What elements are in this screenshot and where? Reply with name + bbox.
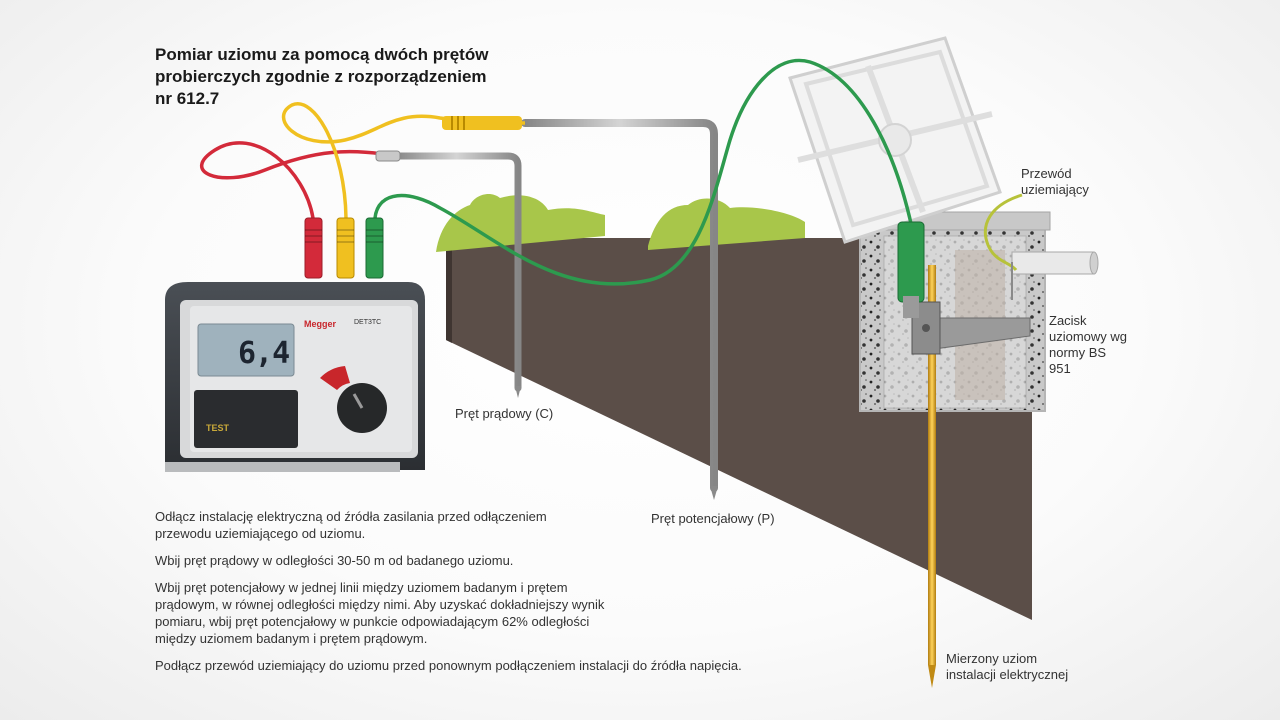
- earth-clamp: [911, 301, 1031, 355]
- earth-pit: [849, 211, 1051, 412]
- meter-reading: 6,4: [238, 336, 290, 371]
- current-rod: [391, 152, 522, 398]
- instructions: Odłącz instalację elektryczną od źródła …: [155, 508, 755, 684]
- label-potential-rod: Pręt potencjałowy (P): [651, 511, 775, 526]
- meter-plugs: [304, 217, 384, 279]
- label-current-rod: Pręt prądowy (C): [455, 406, 554, 421]
- instruction-step-1: Odłącz instalację elektryczną od źródła …: [155, 509, 547, 541]
- earthing-conductor-wire: [983, 193, 1023, 272]
- pit-lid: [788, 36, 1002, 244]
- meter-brand: Megger: [304, 319, 337, 329]
- meter-test-button-label: TEST: [206, 423, 230, 433]
- connector-red: [375, 150, 401, 162]
- cable-pipe: [1011, 251, 1099, 275]
- instruction-step-2: Wbij pręt prądowy w odległości 30-50 m o…: [155, 553, 514, 568]
- green-lead: [373, 58, 914, 286]
- label-earth-clamp: Zacisk uziomowy wg normy BS 951: [1049, 313, 1128, 376]
- label-earthing-conductor: Przewód uziemiający: [1021, 166, 1089, 197]
- red-lead: [199, 141, 396, 219]
- page-title: Pomiar uziomu za pomocą dwóch prętów pro…: [155, 45, 489, 108]
- connector-green-clip: [897, 221, 925, 318]
- earth-tester-meter: [165, 282, 425, 472]
- potential-rod: [521, 119, 718, 500]
- meter-model: DET3TC: [354, 319, 382, 326]
- label-measured-electrode: Mierzony uziom instalacji elektrycznej: [946, 651, 1069, 682]
- instruction-step-4: Podłącz przewód uziemiający do uziomu pr…: [155, 658, 742, 673]
- measured-electrode-rod: [928, 265, 936, 688]
- connector-yellow: [442, 116, 522, 130]
- instruction-step-3: Wbij pręt potencjałowy w jednej linii mi…: [155, 580, 605, 646]
